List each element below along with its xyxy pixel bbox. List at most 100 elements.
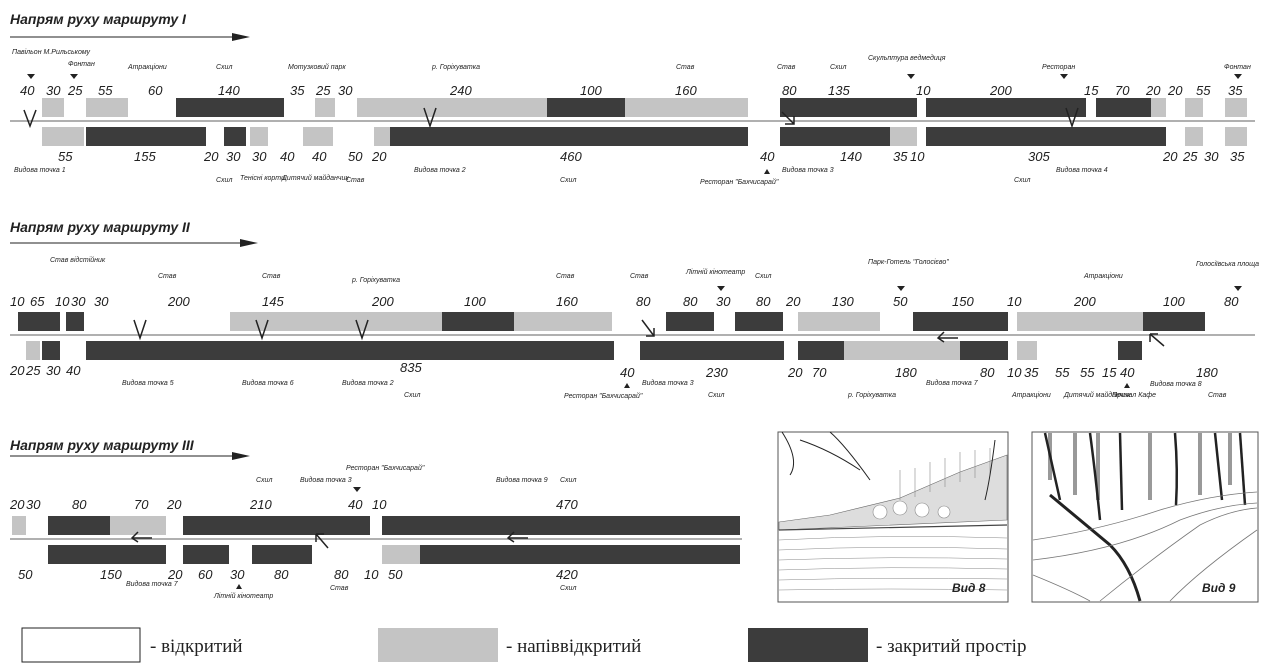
distance: 200	[989, 83, 1012, 98]
distance: 100	[464, 294, 486, 309]
label-playground: Дитячий майданчик	[281, 174, 349, 182]
label-holosiivska-square: Голосіївська площа	[1196, 260, 1259, 268]
distance: 40	[620, 365, 635, 380]
distance: 15	[1084, 83, 1099, 98]
distance: 25	[25, 363, 41, 378]
label-slope: Схил	[708, 392, 724, 399]
label-slope: Схил	[755, 273, 771, 280]
viewpoint-marker-icon	[315, 533, 329, 549]
distance: 10	[1007, 294, 1022, 309]
pointer-icon	[624, 383, 630, 388]
viewpoint-marker-icon	[133, 319, 147, 341]
distance: 30	[226, 149, 241, 164]
distance: 180	[895, 365, 917, 380]
view-8-caption: Вид 8	[952, 581, 986, 595]
distance: 30	[230, 567, 245, 582]
distance: 140	[218, 83, 240, 98]
label-fountain: Фонтан	[1224, 64, 1251, 71]
distance: 140	[840, 149, 862, 164]
distance: 30	[94, 294, 109, 309]
segment-closed	[48, 516, 110, 535]
pointer-icon	[897, 286, 905, 291]
pointer-icon	[1060, 74, 1068, 79]
label-slope: Схил	[404, 392, 420, 399]
segment-closed	[183, 545, 229, 564]
distance: 20	[203, 149, 219, 164]
view-8-sketch: Вид 8	[777, 431, 1009, 603]
segment-semi	[1185, 127, 1203, 146]
segment-closed	[224, 127, 246, 146]
segment-closed	[960, 341, 1008, 360]
pointer-icon	[70, 74, 78, 79]
label-viewpoint-2: Видова точка 2	[342, 379, 394, 387]
route-3-top-numbers: 20 30 80 70 20 210 40 10 470	[9, 497, 578, 512]
distance: 20	[1162, 149, 1178, 164]
segment-semi	[250, 127, 268, 146]
legend-semi: - напіввідкритий	[506, 636, 641, 657]
distance: 35	[290, 83, 305, 98]
pointer-icon	[236, 584, 242, 589]
distance: 70	[134, 497, 149, 512]
pointer-icon	[27, 74, 35, 79]
segment-closed	[176, 98, 284, 117]
distance: 65	[30, 294, 45, 309]
distance: 230	[705, 365, 728, 380]
viewpoint-marker-icon	[23, 109, 37, 129]
label-pond: Став	[346, 177, 365, 184]
route-3-top-bars	[12, 516, 740, 535]
segment-semi	[315, 98, 335, 117]
segment-closed	[1143, 312, 1205, 331]
distance: 10	[916, 83, 931, 98]
segment-semi	[1185, 98, 1203, 117]
distance: 60	[148, 83, 163, 98]
route-1-top-numbers: 40 30 25 55 60 140 35 25 30 240 100 160 …	[20, 83, 1243, 98]
segment-closed	[798, 341, 844, 360]
distance: 80	[782, 83, 797, 98]
label-pond: Став	[158, 273, 177, 280]
segment-closed	[382, 516, 740, 535]
distance: 40	[1120, 365, 1135, 380]
label-playground: Дитячий майданчик	[1063, 391, 1131, 399]
distance: 20	[787, 365, 803, 380]
label-pond: Став	[777, 64, 796, 71]
distance: 145	[262, 294, 284, 309]
distance: 80	[334, 567, 349, 582]
segment-closed	[780, 127, 890, 146]
label-tennis-courts: Тенісні корти	[240, 174, 285, 182]
segment-closed	[86, 341, 614, 360]
segment-closed	[183, 516, 370, 535]
label-slope: Схил	[1014, 177, 1030, 184]
route-1-top-bars	[42, 98, 1247, 117]
route-2-title: Напрям руху маршруту II	[10, 219, 191, 235]
segment-semi	[303, 127, 333, 146]
distance: 80	[756, 294, 771, 309]
segment-semi	[514, 312, 612, 331]
distance: 55	[1196, 83, 1211, 98]
distance: 50	[18, 567, 33, 582]
label-slope: Схил	[560, 177, 576, 184]
distance: 305	[1028, 149, 1050, 164]
label-river: р. Горіхуватка	[351, 276, 400, 284]
distance: 55	[1055, 365, 1070, 380]
distance: 100	[580, 83, 602, 98]
segment-closed	[48, 545, 166, 564]
label-attractions: Атракціони	[127, 63, 167, 71]
segment-semi	[798, 312, 880, 331]
segment-semi	[1151, 98, 1166, 117]
viewpoint-marker-icon	[355, 319, 369, 341]
distance: 35	[1024, 365, 1039, 380]
viewpoint-marker-icon	[255, 319, 269, 341]
label-slope: Схил	[216, 177, 232, 184]
segment-closed	[780, 98, 820, 117]
distance: 25	[1182, 149, 1198, 164]
segment-semi	[1225, 127, 1247, 146]
segment-closed	[42, 341, 60, 360]
segment-semi	[1225, 98, 1247, 117]
distance: 30	[252, 149, 267, 164]
distance: 10	[910, 149, 925, 164]
legend: - відкритий - напіввідкритий - закритий …	[21, 627, 1026, 663]
distance: 40	[312, 149, 327, 164]
distance: 10	[10, 294, 25, 309]
label-restaurant: Ресторан	[1042, 64, 1075, 71]
distance: 80	[72, 497, 87, 512]
